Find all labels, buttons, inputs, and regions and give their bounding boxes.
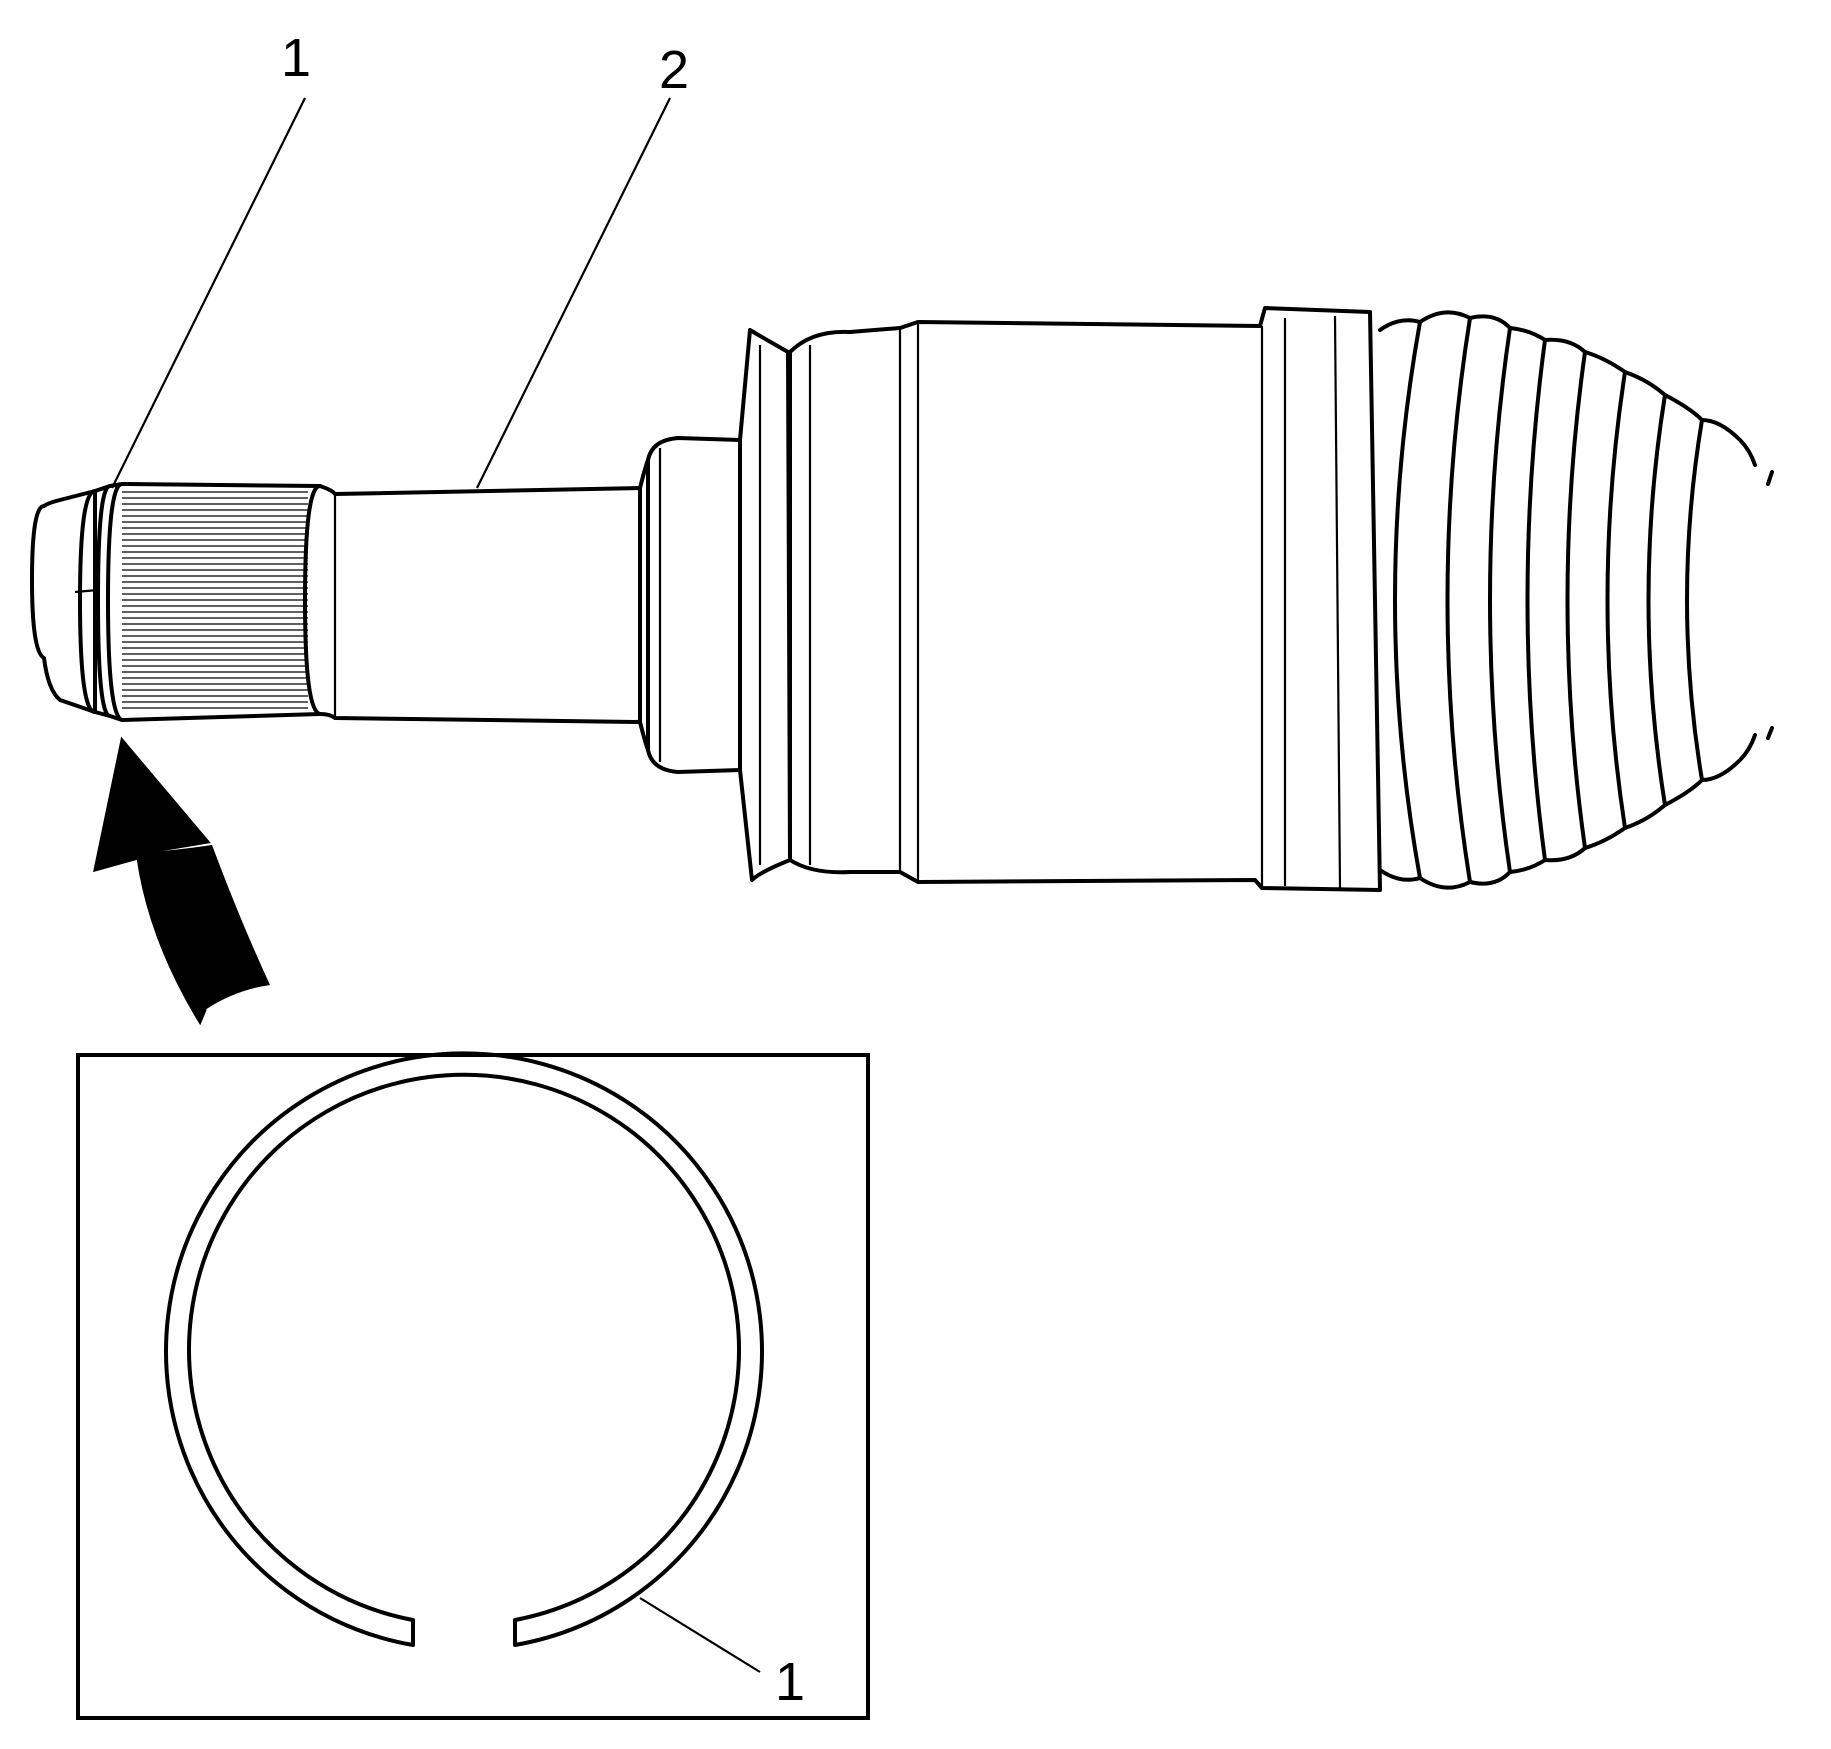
leader-line-ring — [111, 97, 306, 489]
shaft — [318, 458, 650, 752]
curved-arrow-icon — [93, 736, 270, 1026]
callout-2: 2 — [659, 40, 689, 100]
detail-inset — [76, 1053, 870, 1720]
joint-housing — [788, 306, 1382, 892]
spline-section — [120, 482, 322, 722]
boot-bellows — [1378, 310, 1774, 890]
spline-teeth — [122, 491, 308, 709]
leader-line-ring-detail — [639, 1597, 761, 1673]
leader-line-shaft — [476, 97, 671, 489]
retaining-ring-on-shaft — [74, 482, 124, 722]
shaft-end-cap — [30, 489, 97, 714]
retaining-ring-detail — [164, 1051, 764, 1647]
callout-1-top: 1 — [281, 28, 311, 88]
callout-1-detail: 1 — [775, 1652, 805, 1712]
boot-collar — [646, 328, 792, 882]
